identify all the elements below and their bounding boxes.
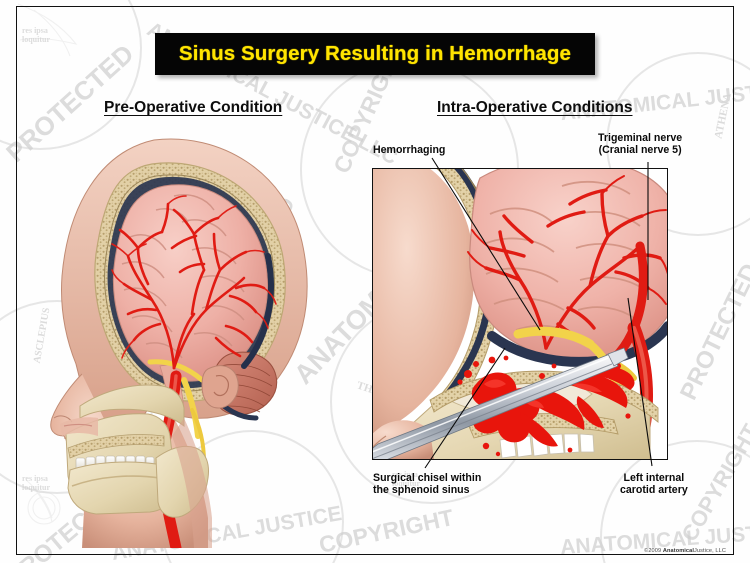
pre-operative-illustration	[50, 138, 308, 548]
title-banner: Sinus Surgery Resulting in Hemorrhage	[155, 33, 595, 75]
callout-hemorrhaging: Hemorrhaging	[373, 144, 446, 156]
callout-trigeminal-nerve: Trigeminal nerve (Cranial nerve 5)	[598, 132, 683, 157]
heading-pre-operative: Pre-Operative Condition	[104, 99, 283, 116]
callout-carotid-artery: Left internal carotid artery	[620, 472, 688, 497]
copyright-year: ©2009	[644, 548, 663, 554]
watermark-res-ipsa-1: res ipsa loquitur	[22, 26, 51, 44]
intra-operative-illustration	[372, 168, 668, 460]
page-title: Sinus Surgery Resulting in Hemorrhage	[178, 42, 572, 65]
copyright-brand: Anatomical	[662, 548, 695, 554]
watermark-athena: ATHENA	[712, 92, 734, 140]
callout-surgical-chisel: Surgical chisel within the sphenoid sinu…	[373, 472, 482, 497]
copyright-suffix: Justice, LLC	[694, 548, 726, 554]
copyright-notice: ©2009 AnatomicalJustice, LLC	[644, 548, 726, 554]
heading-intra-operative: Intra-Operative Conditions	[437, 99, 633, 116]
watermark-protected-2: PROTECTED	[674, 259, 750, 405]
watermark-anatomical-justice-4: ANATOMICAL JUSTICE	[559, 519, 750, 560]
